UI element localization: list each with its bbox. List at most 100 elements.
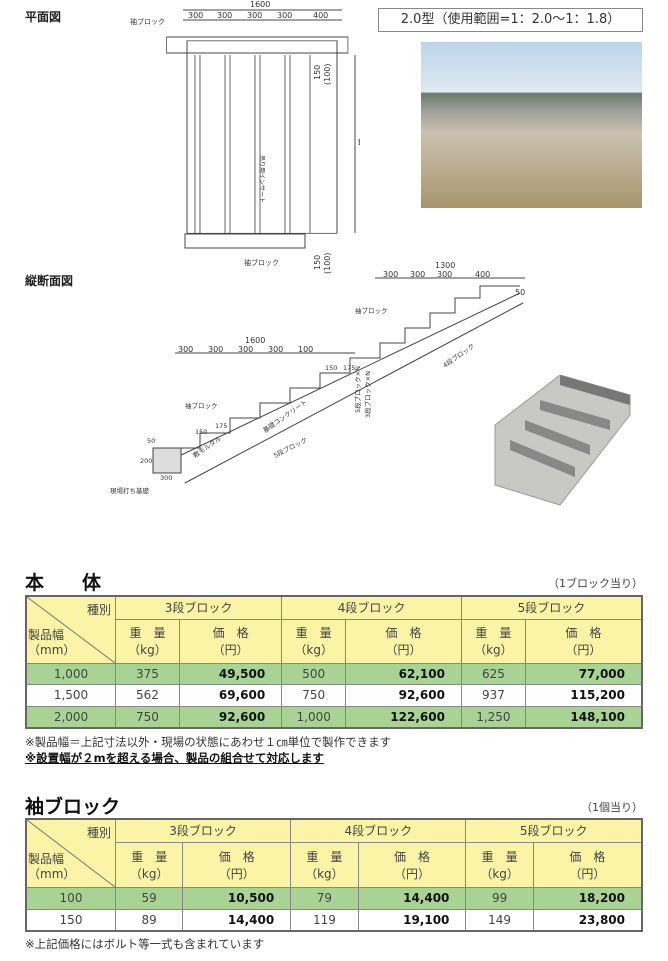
text-label: 重 量: [131, 849, 168, 864]
text-label: 19,100: [357, 908, 467, 932]
text-label: 製品幅: [28, 852, 65, 866]
text-label: 4段ブロック: [441, 341, 476, 369]
text-label: 562: [115, 683, 180, 707]
corner-cell: 種別 製品幅（mm）: [25, 818, 116, 888]
text-label: 300: [208, 345, 223, 354]
text-label: （円）: [569, 866, 606, 881]
text-label: 300: [410, 270, 425, 279]
plan-drawing: 1600 300 300 300 300 400 袖ブロック B 150 (10…: [130, 0, 360, 274]
text-label: 400: [313, 11, 328, 20]
text-label: （円）: [385, 643, 422, 657]
text-label: B: [358, 138, 360, 147]
text-label: 50: [515, 288, 525, 297]
text-label: 価 格: [218, 849, 255, 864]
text-label: 50: [147, 437, 155, 445]
text-label: 49,500: [178, 662, 283, 685]
text-label: 750: [115, 705, 180, 729]
text-label: 1600: [245, 336, 265, 345]
text-label: 重 量: [481, 849, 518, 864]
text-label: 149: [465, 908, 534, 932]
text-label: 23,800: [532, 908, 643, 932]
text-label: （mm）: [28, 643, 76, 657]
main-title: 本 体: [25, 572, 102, 594]
product-photo: [494, 375, 631, 506]
text-label: 1,000: [281, 705, 347, 729]
text-label: 119: [290, 908, 359, 932]
text-label: 袖ブロック: [185, 401, 218, 410]
text-label: 3段ブロック×N: [363, 371, 372, 418]
text-label: 300: [268, 345, 283, 354]
text-label: 200: [140, 457, 152, 465]
text-label: 重 量: [295, 626, 332, 640]
text-label: 300: [437, 270, 452, 279]
plan-title: 平面図: [25, 10, 62, 24]
text-label: 現場打ち基礎: [110, 486, 150, 495]
section-drawing: 1300 300 300 300 400 50 1600 300 300 300…: [110, 261, 525, 495]
text-label: 300: [178, 345, 193, 354]
text-label: （円）: [565, 643, 602, 657]
text-label: （kg）: [129, 866, 169, 881]
text-label: 3段ブロック: [114, 595, 283, 620]
text-label: 敷モルタル: [191, 433, 223, 459]
text-label: （mm）: [28, 867, 76, 881]
text-label: 300: [383, 270, 398, 279]
text-label: 625: [460, 662, 526, 685]
note: ※製品幅＝上記寸法以外・現場の状態にあわせ１㎝単位で製作できます: [25, 735, 392, 749]
text-label: 種別: [86, 826, 111, 840]
sode-unit: （1個当り）: [581, 801, 643, 814]
text-label: 100: [298, 345, 313, 354]
text-label: （kg）: [128, 643, 167, 657]
text-label: 製品幅: [28, 628, 65, 642]
text-label: 150: [313, 65, 322, 80]
text-label: 300: [238, 345, 253, 354]
text-label: 2,000: [25, 705, 116, 729]
text-label: 300: [277, 11, 292, 20]
text-label: 価 格: [212, 626, 249, 640]
text-label: 69,600: [178, 683, 283, 707]
main-unit: （1ブロック当り）: [548, 577, 643, 590]
text-label: 89: [114, 908, 184, 932]
sode-label-bottom: 袖ブロック: [244, 258, 279, 267]
text-label: （円）: [218, 866, 255, 881]
text-label: 92,600: [178, 705, 283, 729]
text-label: （kg）: [305, 866, 344, 881]
text-label: 14,400: [182, 908, 292, 932]
text-label: 400: [475, 270, 490, 279]
text-label: 価 格: [569, 849, 606, 864]
text-label: 500: [281, 662, 347, 685]
text-label: 77,000: [524, 662, 643, 685]
text-label: 59: [114, 886, 184, 910]
text-label: (100): [323, 252, 332, 274]
text-label: 価 格: [393, 849, 430, 864]
sode-title: 袖ブロック: [25, 796, 121, 818]
text-label: 122,600: [345, 705, 462, 729]
text-label: 重 量: [475, 626, 512, 640]
text-label: 937: [460, 683, 526, 707]
text-label: 750: [281, 683, 347, 707]
text-label: （kg）: [474, 643, 513, 657]
insert-label: 吊り用インサート: [258, 155, 265, 203]
text-label: 300: [247, 11, 262, 20]
text-label: 1,250: [460, 705, 526, 729]
text-label: 175: [343, 364, 355, 372]
text-label: 袖ブロック: [355, 306, 388, 315]
text-label: 150: [325, 364, 337, 372]
text-label: 1,500: [25, 683, 116, 707]
text-label: 3段ブロック: [114, 818, 292, 843]
text-label: 150: [195, 428, 207, 436]
section-title: 縦断面図: [25, 274, 74, 288]
text-label: 4段ブロック: [290, 818, 467, 843]
text-label: 18,200: [532, 886, 643, 910]
sode-label-top: 袖ブロック: [130, 17, 165, 26]
text-label: 99: [465, 886, 534, 910]
text-label: 価 格: [385, 626, 422, 640]
text-label: （円）: [212, 643, 249, 657]
text-label: 300: [188, 11, 203, 20]
